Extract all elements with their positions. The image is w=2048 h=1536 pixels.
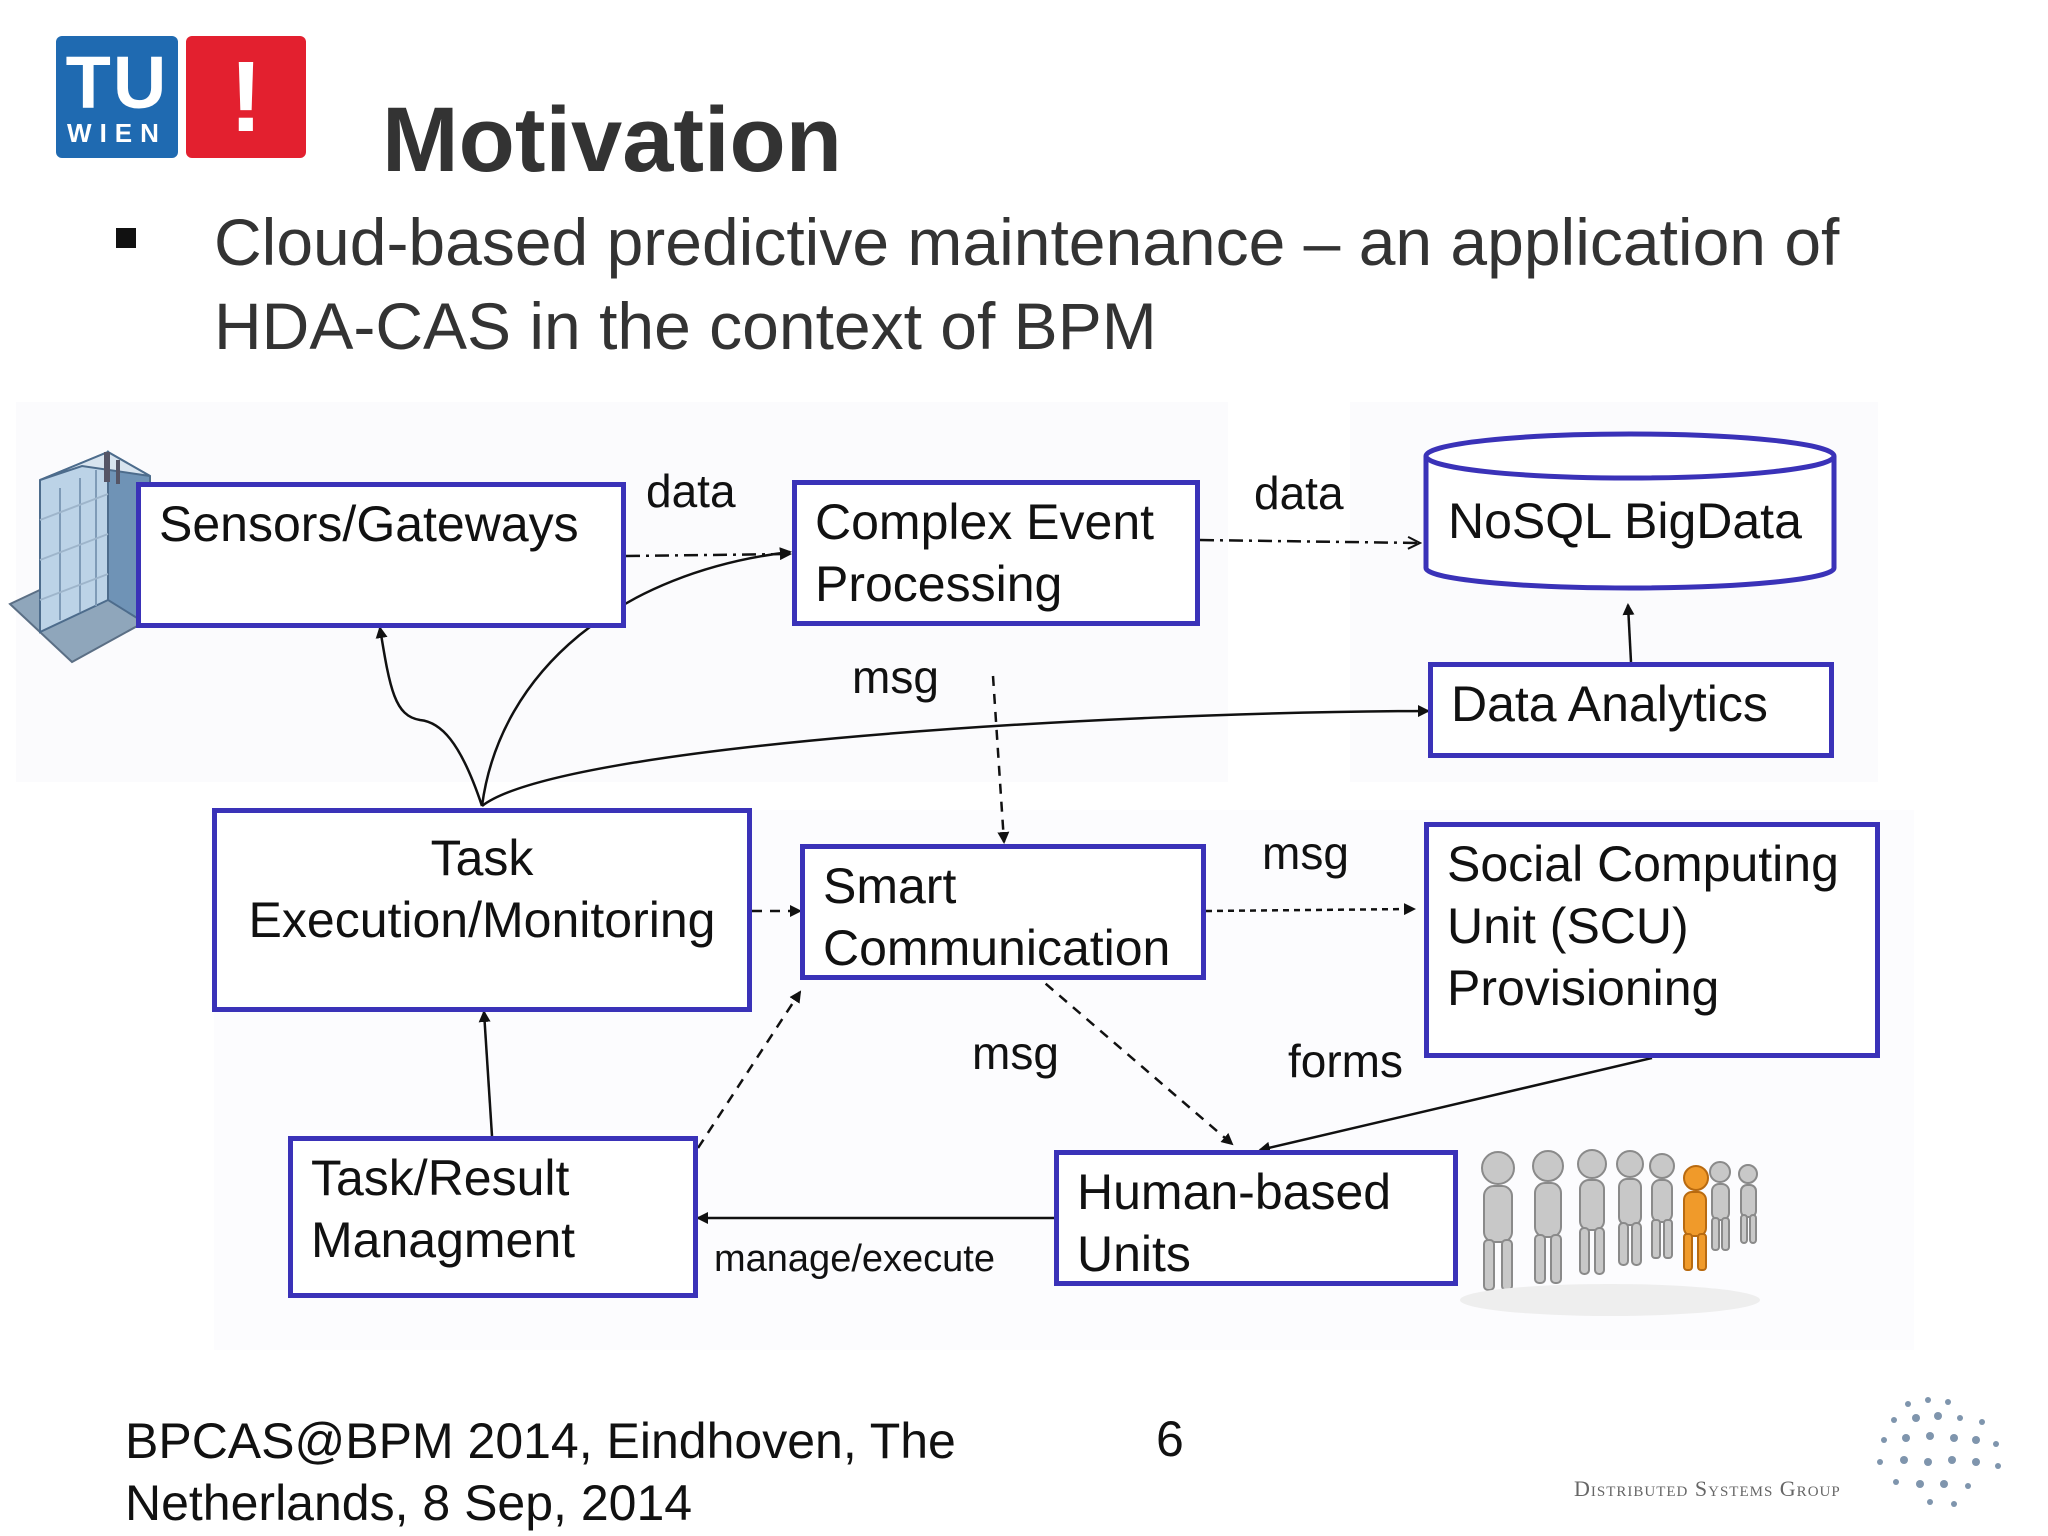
edge-label-manage-execute: manage/execute: [714, 1238, 995, 1280]
node-sensors-label: Sensors/Gateways: [159, 496, 579, 552]
page-number: 6: [1156, 1411, 1184, 1467]
edge-scu-to-human: [1258, 1056, 1653, 1154]
edge-taskresult-to-smartcomm: [696, 990, 802, 1149]
node-data-analytics: Data Analytics: [1428, 662, 1834, 758]
edge-taskexec-to-sensors: [375, 626, 484, 807]
tu-logo-red: !: [186, 36, 306, 158]
edge-taskresult-to-taskexec: [478, 1010, 494, 1137]
building-icon: [8, 450, 172, 664]
node-cep-label: Complex Event Processing: [815, 494, 1155, 612]
edge-smartcomm-to-human: [1031, 971, 1234, 1146]
node-task-exec-label: Task Execution/Monitoring: [248, 830, 716, 948]
node-scu-provisioning: Social Computing Unit (SCU) Provisioning: [1424, 822, 1880, 1058]
edge-taskexec-to-cep: [480, 547, 792, 807]
node-nosql-label: NoSQL BigData: [1448, 493, 1802, 549]
slide-title: Motivation: [382, 89, 842, 191]
node-sensors-gateways: Sensors/Gateways: [136, 482, 626, 628]
edge-label-forms: forms: [1288, 1035, 1403, 1087]
people-queue-icon: [1460, 1149, 1760, 1316]
node-nosql-bigdata: NoSQL BigData: [1426, 490, 1834, 570]
node-human-label: Human-based Units: [1077, 1164, 1392, 1282]
edge-label-data-2: data: [1254, 467, 1344, 519]
edge-label-msg-3: msg: [972, 1027, 1059, 1079]
node-complex-event-processing: Complex Event Processing: [792, 480, 1200, 626]
edge-smartcomm-to-scu: [1205, 903, 1416, 916]
node-human-based-units: Human-based Units: [1054, 1150, 1458, 1286]
edge-label-msg-2: msg: [1262, 827, 1349, 879]
node-smart-communication: Smart Communication: [800, 844, 1206, 980]
edge-analytics-to-nosql: [1622, 603, 1635, 663]
exclamation-mark: !: [229, 41, 263, 153]
edge-cep-to-nosql: [1199, 540, 1420, 543]
node-smart-comm-label: Smart Communication: [823, 858, 1171, 976]
bullet-text: Cloud-based predictive maintenance – an …: [214, 205, 1840, 363]
footer-text: BPCAS@BPM 2014, Eindhoven, The Netherlan…: [125, 1413, 956, 1531]
edge-sensors-to-cep: [625, 548, 792, 561]
tu-text: TU: [65, 41, 169, 124]
edge-label-msg-1: msg: [852, 651, 939, 703]
group-name: Distributed Systems Group: [1574, 1476, 1841, 1501]
wien-text: WIEN: [67, 118, 167, 148]
node-task-result-management: Task/Result Managment: [288, 1136, 698, 1298]
node-scu-label: Social Computing Unit (SCU) Provisioning: [1447, 836, 1839, 1016]
node-task-result-label: Task/Result Managment: [311, 1150, 576, 1268]
dsg-dots-icon: [1877, 1397, 2001, 1507]
node-task-execution-monitoring: Task Execution/Monitoring: [212, 808, 752, 1012]
edge-cep-to-smartcomm: [991, 675, 1010, 844]
bullet-marker: [116, 228, 136, 248]
database-cylinder-icon: [1423, 431, 1837, 591]
edge-taskexec-to-analytics: [481, 705, 1430, 807]
tu-logo-blue: TU WIEN: [56, 36, 178, 158]
edge-label-data-1: data: [646, 465, 736, 517]
node-analytics-label: Data Analytics: [1451, 676, 1768, 732]
